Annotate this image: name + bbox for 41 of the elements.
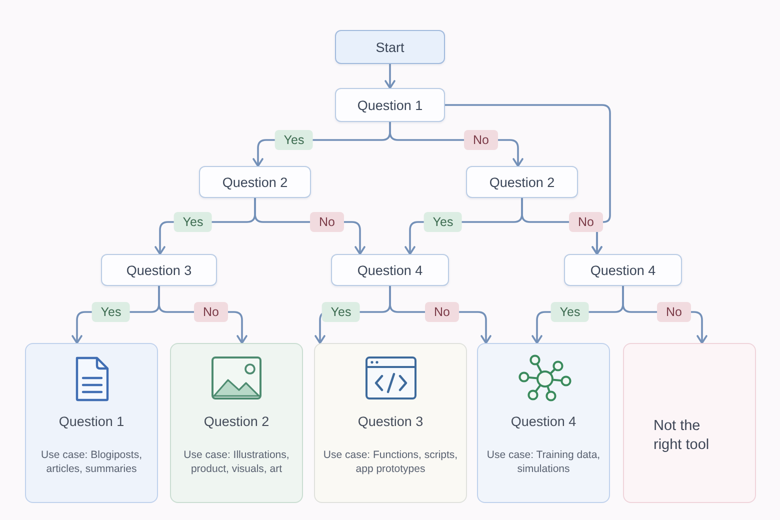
box-label: Question 3 — [126, 262, 192, 278]
question-box — [331, 254, 449, 286]
card-description: Use case: Blogiposts, articles, summaries — [40, 448, 143, 476]
box-label: Question 2 — [489, 174, 555, 190]
box-label: Question 1 — [357, 98, 423, 112]
edge-label: No — [657, 302, 691, 322]
result-card — [170, 343, 303, 503]
box-label: Question 4 — [357, 262, 423, 278]
edge-label: No — [310, 212, 344, 232]
edge-label: Yes — [92, 302, 130, 322]
card-title: Not the right tool — [654, 417, 710, 455]
card-title: Question 2 — [202, 413, 270, 430]
card-title: Question 1 — [58, 413, 126, 430]
edge-label: Yes — [322, 302, 360, 322]
box-label: Start — [376, 40, 404, 54]
card-description: Use case: Functions, scripts, app prototypes — [322, 448, 459, 476]
edge-label: No — [425, 302, 459, 322]
edge-label: Yes — [424, 212, 462, 232]
start-box — [335, 30, 445, 64]
result-card — [314, 343, 467, 503]
edge-label: No — [569, 212, 603, 232]
question-box — [564, 254, 682, 286]
card-description: Use case: Illustrations, product, visuals, art — [182, 448, 290, 476]
box-label: Question 2 — [222, 174, 288, 190]
question-box — [335, 88, 445, 122]
result-card — [477, 343, 610, 503]
edge-label: No — [194, 302, 228, 322]
edge-label: Yes — [550, 302, 590, 322]
result-card — [623, 343, 756, 503]
card-title: Question 4 — [510, 413, 578, 430]
edge-label: No — [464, 130, 498, 150]
edge-label: Yes — [174, 212, 212, 232]
box-label: Question 4 — [590, 262, 656, 278]
question-box — [199, 166, 311, 198]
question-box — [466, 166, 578, 198]
card-title: Question 3 — [356, 413, 424, 430]
result-card — [25, 343, 158, 503]
question-box — [101, 254, 217, 286]
card-description: Use case: Training data, simulations — [486, 448, 602, 476]
edge-label: Yes — [274, 130, 314, 150]
arrow — [384, 64, 396, 89]
